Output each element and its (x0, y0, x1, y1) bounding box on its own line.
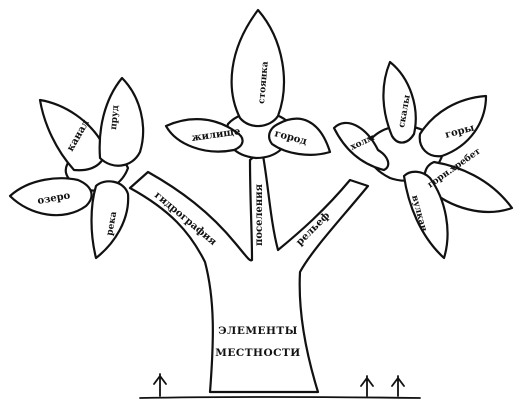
tree-trunk (128, 148, 370, 394)
leaf-ozero (8, 177, 93, 217)
leaf-label: река (105, 211, 119, 237)
leaf-stoyanka (230, 8, 285, 128)
trunk-label-line1: ЭЛЕМЕНТЫ (218, 325, 298, 337)
leaf-kanal (38, 98, 106, 172)
leaf-zhilishche (164, 118, 244, 153)
leaf-prud (98, 76, 145, 167)
branch-label-settlements: поселения (254, 183, 265, 246)
right-crown: холм скалы горы горн.хребет вулкан (332, 60, 514, 260)
leaf-label: пруд (109, 105, 121, 130)
leaf-label: стоянка (257, 61, 271, 105)
leaf-reka (90, 180, 130, 260)
middle-crown: жилище стоянка город (164, 8, 332, 160)
leaf-vulkan (402, 170, 449, 260)
leaf-holm (332, 121, 390, 172)
leaf-gory (418, 94, 488, 158)
leaf-gorod (268, 117, 332, 156)
left-crown: озеро канал пруд река (8, 76, 145, 260)
ground-line (139, 396, 421, 399)
grass-tufts (153, 373, 405, 397)
leaf-skaly (382, 60, 417, 144)
trunk-label-line2: МЕСТНОСТИ (215, 347, 300, 359)
